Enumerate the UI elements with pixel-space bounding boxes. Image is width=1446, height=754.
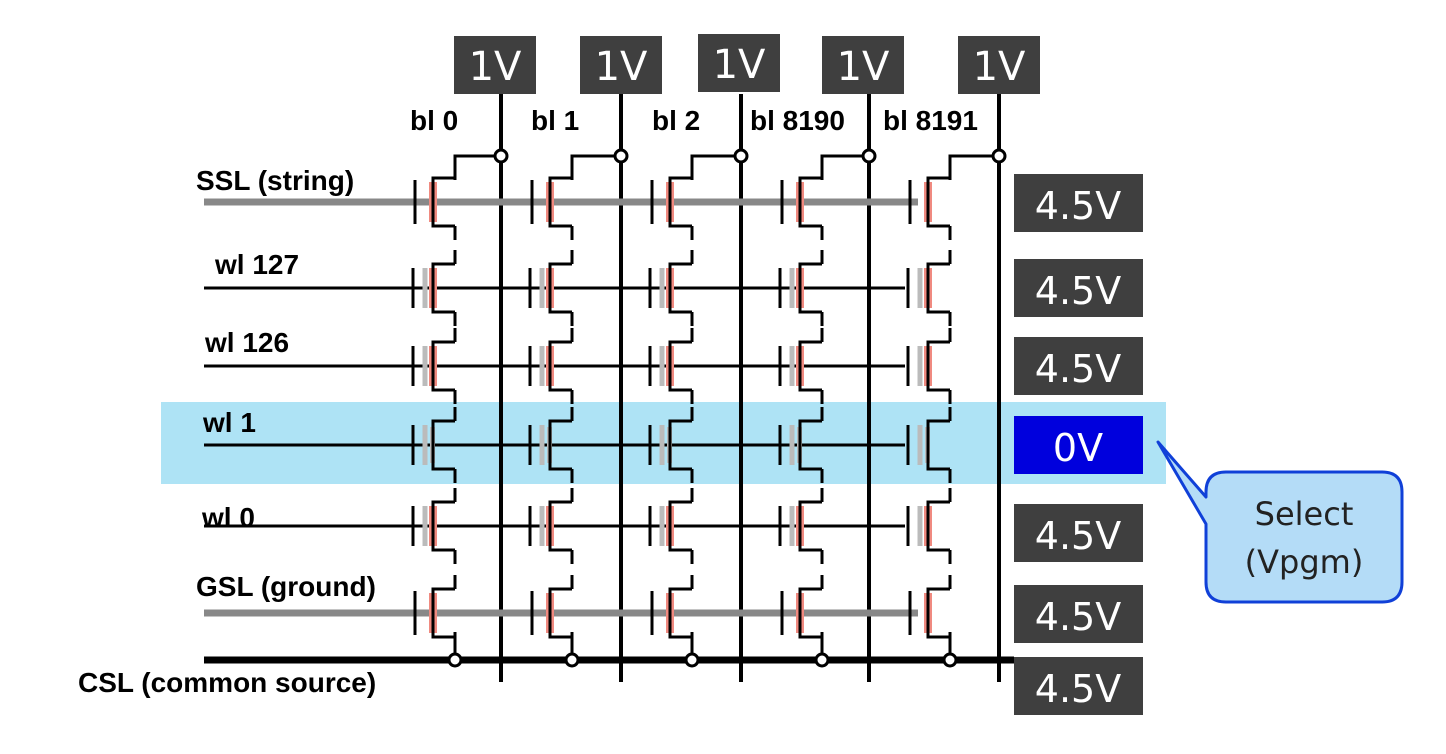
row-labels: SSL (string) wl 127 wl 126 wl 1 wl 0 GSL…	[78, 165, 376, 698]
cell-body	[798, 587, 822, 639]
csl-contact	[447, 652, 463, 668]
gsl-label: GSL (ground)	[196, 571, 376, 602]
csl-contact	[564, 652, 580, 668]
cell-body	[926, 262, 950, 314]
row-voltage: 4.5V	[1035, 595, 1121, 639]
bitline-voltage-box: 1V	[580, 36, 662, 94]
select-callout: Select (Vpgm)	[1156, 440, 1404, 604]
cell-body	[926, 587, 950, 639]
cell-body	[798, 176, 822, 228]
bitline-label: bl 8191	[883, 105, 978, 136]
bitline-contact	[493, 148, 509, 164]
string-bl-connection	[690, 154, 741, 180]
bitline-voltage: 1V	[469, 44, 522, 90]
cell-body	[548, 262, 572, 314]
selected-row-voltage: 0V	[1053, 426, 1103, 470]
row-voltage: 4.5V	[1035, 184, 1121, 228]
cell-body	[798, 419, 822, 471]
bitline-contact	[861, 148, 877, 164]
cell-body	[798, 340, 822, 392]
bitline-voltage: 1V	[973, 44, 1026, 90]
cell-body	[548, 176, 572, 228]
cell-body	[668, 176, 692, 228]
wordline-label: wl 127	[214, 249, 299, 280]
cell-body	[431, 262, 455, 314]
string-bl-connection	[820, 154, 869, 180]
csl-contact	[814, 652, 830, 668]
bitline-voltage-box: 1V	[454, 36, 536, 94]
csl-contact	[942, 652, 958, 668]
cell-body	[431, 340, 455, 392]
cell-body	[548, 419, 572, 471]
bitline-labels: bl 0 bl 1 bl 2 bl 8190 bl 8191	[410, 105, 978, 136]
row-voltage-box: 4.5V	[1014, 259, 1143, 317]
callout-line2: (Vpgm)	[1245, 543, 1364, 581]
row-voltage: 4.5V	[1035, 347, 1121, 391]
bitline-label: bl 0	[410, 105, 458, 136]
bitline-contact	[733, 148, 749, 164]
csl-voltage: 4.5V	[1035, 667, 1121, 711]
bitline-voltage-box: 1V	[698, 34, 780, 92]
cell-body	[548, 587, 572, 639]
cell-body	[548, 340, 572, 392]
string-bl-connection	[948, 154, 999, 180]
cell-body	[926, 500, 950, 552]
row-voltage-box: 4.5V	[1014, 504, 1143, 562]
bitline-voltage-box: 1V	[822, 36, 904, 94]
cell-body	[668, 419, 692, 471]
bitline-label: bl 8190	[750, 105, 845, 136]
string-bl-connection	[570, 154, 621, 180]
bitline-voltage: 1V	[837, 44, 890, 90]
cell-body	[926, 419, 950, 471]
csl-voltage-box: 4.5V	[1014, 657, 1143, 715]
bitline-voltage-box: 1V	[958, 36, 1040, 94]
row-voltage-box: 4.5V	[1014, 585, 1143, 643]
csl-contact	[684, 652, 700, 668]
bitline-label: bl 1	[531, 105, 579, 136]
cell-body	[668, 587, 692, 639]
ssl-label: SSL (string)	[196, 165, 354, 196]
wordline-label: wl 126	[204, 327, 289, 358]
bitline-label: bl 2	[652, 105, 700, 136]
cell-body	[798, 262, 822, 314]
csl-label: CSL (common source)	[78, 667, 376, 698]
row-voltage-box: 4.5V	[1014, 337, 1143, 395]
bitline-voltage: 1V	[713, 42, 766, 88]
bitline-voltage-boxes: 1V 1V 1V 1V 1V	[454, 34, 1040, 94]
row-voltage: 4.5V	[1035, 514, 1121, 558]
cell-body	[926, 340, 950, 392]
bitline-contact	[991, 148, 1007, 164]
row-voltage-box: 4.5V	[1014, 174, 1143, 232]
row-voltage-boxes: 4.5V 4.5V 4.5V 0V 4.5V 4.5V 4.5V	[1014, 174, 1143, 715]
cell-body	[668, 340, 692, 392]
cell-body	[431, 419, 455, 471]
cell-body	[431, 176, 455, 228]
wordline-label-selected: wl 1	[202, 407, 256, 438]
row-voltage-box-selected: 0V	[1014, 416, 1143, 474]
wordline-label: wl 0	[201, 502, 255, 533]
cell-body	[926, 176, 950, 228]
row-voltage: 4.5V	[1035, 269, 1121, 313]
bitline-voltage: 1V	[595, 44, 648, 90]
callout-line1: Select	[1255, 495, 1354, 533]
cell-body	[431, 500, 455, 552]
string-bl-connection	[453, 154, 501, 180]
cell-body	[548, 500, 572, 552]
cell-body	[431, 587, 455, 639]
cell-body	[798, 500, 822, 552]
cell-body	[668, 500, 692, 552]
cell-body	[668, 262, 692, 314]
bitline-contact	[613, 148, 629, 164]
cell-array	[411, 164, 952, 651]
